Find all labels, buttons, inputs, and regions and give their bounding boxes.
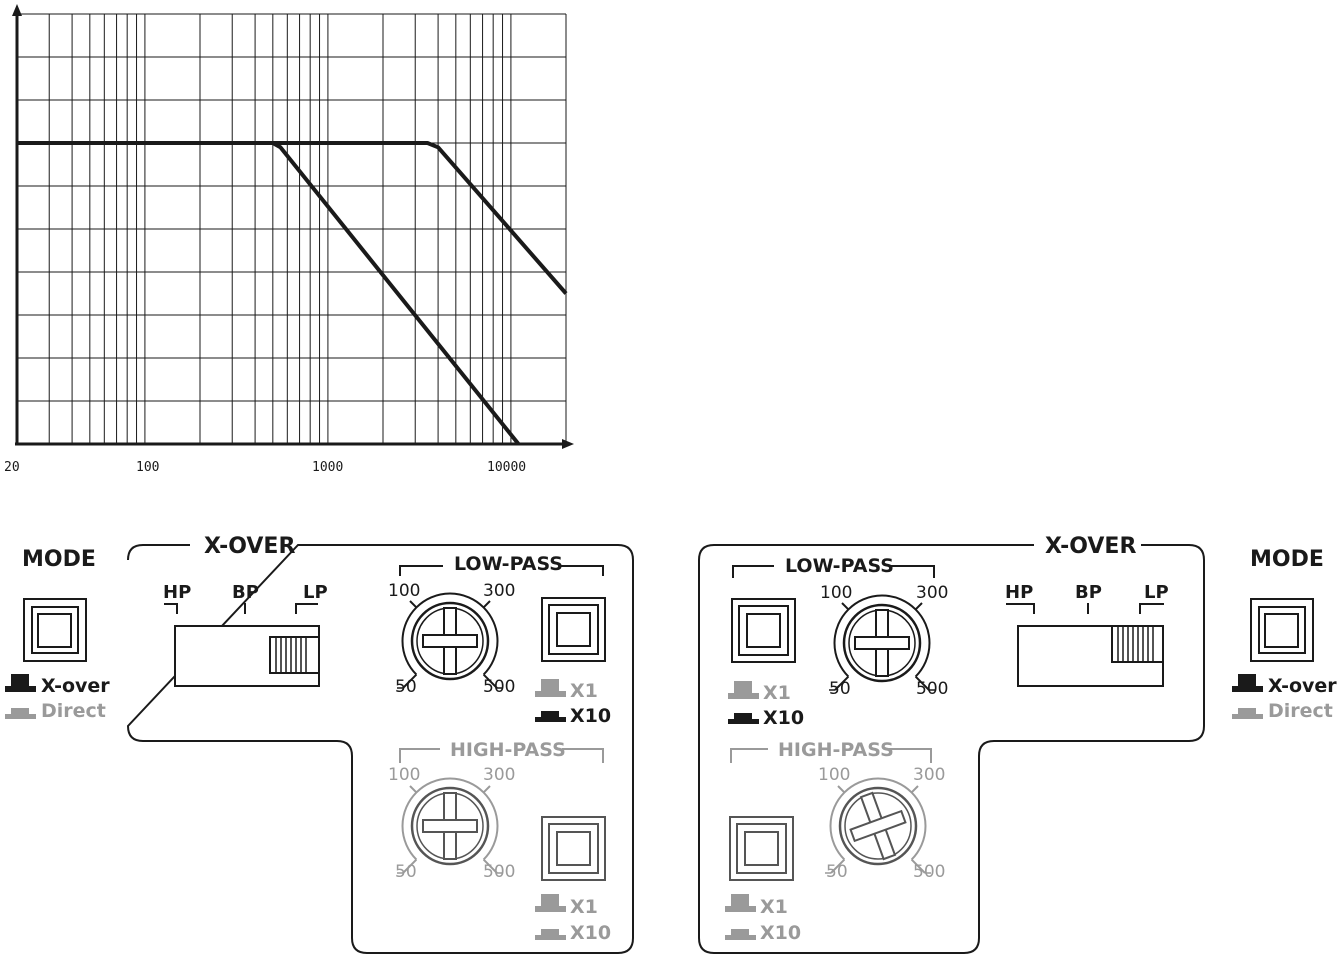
highpass-title: HIGH-PASS [778,739,894,761]
highpass-multiplier-button[interactable] [541,816,606,881]
lowpass-frequency-dial[interactable] [397,592,503,689]
xover-title: X-OVER [1045,534,1136,559]
dial-scale-label: 50 [395,677,417,697]
button-pressed-icon [1232,674,1263,692]
x-tick-label: 1000 [312,460,343,475]
button-released-icon [725,929,756,940]
mode-title: MODE [1250,547,1324,572]
left-control-panel: MODE X-over Direct X-OVER HP BP LP LOW-P… [5,534,634,954]
lowpass-multiplier-button[interactable] [541,597,606,662]
button-pressed-icon [5,674,36,692]
highpass-mult-x1: X1 [760,896,788,918]
xover-panel-outline [126,544,634,954]
x-tick-label: 20 [4,460,20,475]
x-tick-label: 100 [136,460,159,475]
x-tick-label: 10000 [487,460,526,475]
lowpass-mult-x1: X1 [763,682,791,704]
button-released-icon [535,894,566,912]
button-pressed-icon [535,711,566,722]
lowpass-multiplier-button[interactable] [731,598,796,663]
x-tick-labels: 20 100 1000 10000 [4,460,526,475]
button-released-icon [535,679,566,697]
mode-button[interactable] [1250,598,1314,662]
button-released-icon [535,929,566,940]
highpass-title: HIGH-PASS [450,739,566,761]
highpass-frequency-dial[interactable] [825,777,931,874]
mode-button[interactable] [23,598,87,662]
dial-scale-label: 300 [483,765,515,785]
x-axis-arrow-icon [562,439,574,449]
right-control-panel: X-OVER LOW-PASS X1 X10 100 300 50 500 [698,534,1337,954]
xover-panel-outline [698,544,1205,954]
chart-curves [17,141,568,446]
dial-scale-label: 300 [913,765,945,785]
highpass-mult-x10: X10 [760,922,801,944]
highpass-multiplier-button[interactable] [729,816,794,881]
lowpass-mult-x1: X1 [570,680,598,702]
highpass-frequency-dial[interactable] [397,777,503,874]
button-released-icon [725,894,756,912]
dial-scale-label: 300 [916,583,948,603]
chart-axes [12,4,574,449]
y-axis-arrow-icon [12,4,22,16]
lowpass-mult-x10: X10 [763,707,804,729]
lowpass-frequency-dial[interactable] [829,594,935,691]
dial-scale-label: 100 [818,765,850,785]
lowpass-mult-x10: X10 [570,705,611,727]
dial-scale-label: 300 [483,581,515,601]
dial-scale-label: 100 [388,581,420,601]
mode-option-direct: Direct [41,700,106,722]
switch-knob[interactable] [269,636,320,674]
switch-label-hp: HP [163,582,191,603]
mode-option-direct: Direct [1268,700,1333,722]
chart-grid [16,13,567,444]
filter-type-slide-switch[interactable] [174,625,320,687]
switch-label-bp: BP [1075,582,1102,603]
button-released-icon [1232,708,1263,719]
dial-scale-label: 50 [395,862,417,882]
button-released-icon [5,708,36,719]
lowpass-title: LOW-PASS [785,555,894,577]
highpass-mult-x10: X10 [570,922,611,944]
lowpass-title: LOW-PASS [454,553,563,575]
mode-option-xover: X-over [1268,675,1337,697]
filter-type-slide-switch[interactable] [1017,625,1164,687]
switch-label-lp: LP [1144,582,1169,603]
mode-option-xover: X-over [41,675,110,697]
dial-scale-label: 100 [388,765,420,785]
mode-title: MODE [22,547,96,572]
dial-scale-label: 50 [826,862,848,882]
frequency-response-chart: 20 100 1000 10000 [4,4,574,475]
dial-scale-label: 50 [829,679,851,699]
switch-label-lp: LP [303,582,328,603]
xover-title: X-OVER [204,534,295,559]
response-curve-1 [17,141,521,446]
response-curve-2 [17,141,568,295]
highpass-mult-x1: X1 [570,896,598,918]
switch-label-bp: BP [232,582,259,603]
dial-scale-label: 500 [913,862,945,882]
button-released-icon [728,681,759,699]
button-pressed-icon [728,713,759,724]
dial-scale-label: 100 [820,583,852,603]
switch-label-hp: HP [1005,582,1033,603]
